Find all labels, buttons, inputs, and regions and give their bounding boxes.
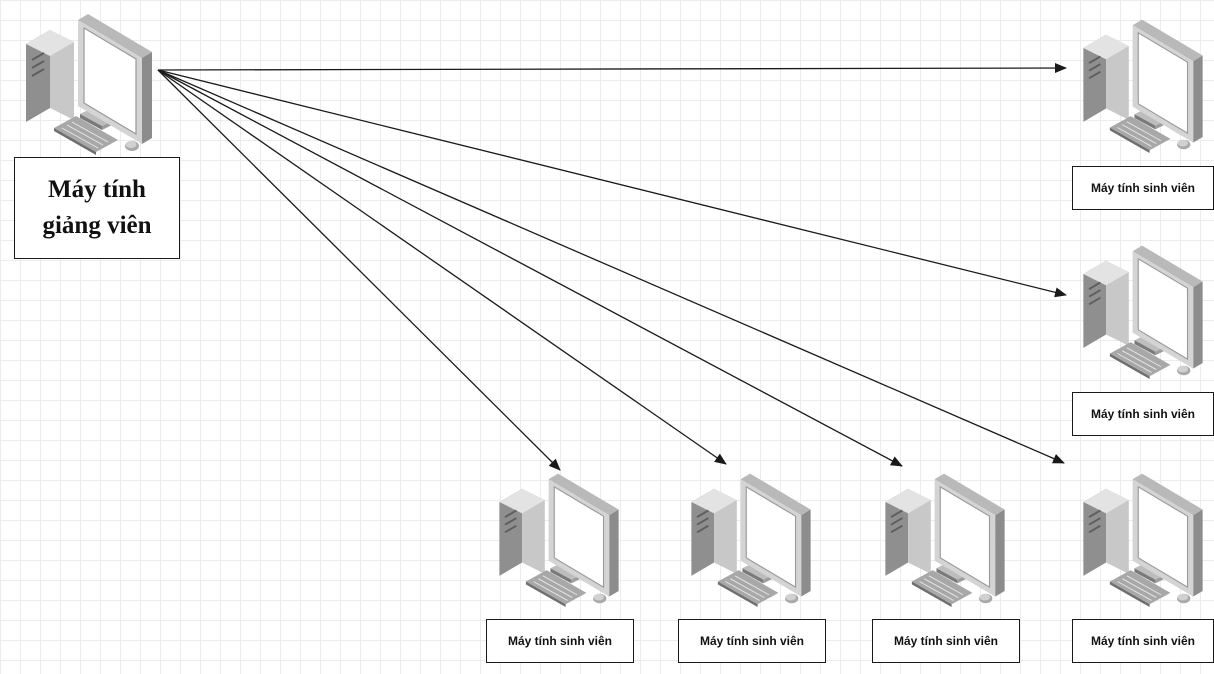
connection-arrow-s2 [157, 69, 1067, 298]
student-computer-icon [1072, 8, 1214, 158]
connection-arrow-s3 [157, 69, 561, 471]
student-computer-icon [1072, 234, 1214, 384]
student-label: Máy tính sinh viên [1072, 619, 1214, 663]
teacher-computer-icon [14, 6, 164, 156]
connection-arrow-s1 [157, 63, 1067, 74]
connection-arrow-s6 [157, 69, 1065, 464]
student-computer-icon [874, 462, 1016, 612]
student-label: Máy tính sinh viên [486, 619, 634, 663]
student-label: Máy tính sinh viên [872, 619, 1020, 663]
connection-arrow-s5 [157, 69, 903, 467]
connection-arrow-s4 [157, 69, 727, 465]
student-label: Máy tính sinh viên [678, 619, 826, 663]
student-computer-icon [488, 462, 630, 612]
student-computer-icon [1072, 462, 1214, 612]
student-label: Máy tính sinh viên [1072, 166, 1214, 210]
student-computer-icon [680, 462, 822, 612]
connection-arrows [157, 63, 1067, 471]
student-label: Máy tính sinh viên [1072, 392, 1214, 436]
teacher-label: Máy tính giảng viên [14, 157, 180, 259]
